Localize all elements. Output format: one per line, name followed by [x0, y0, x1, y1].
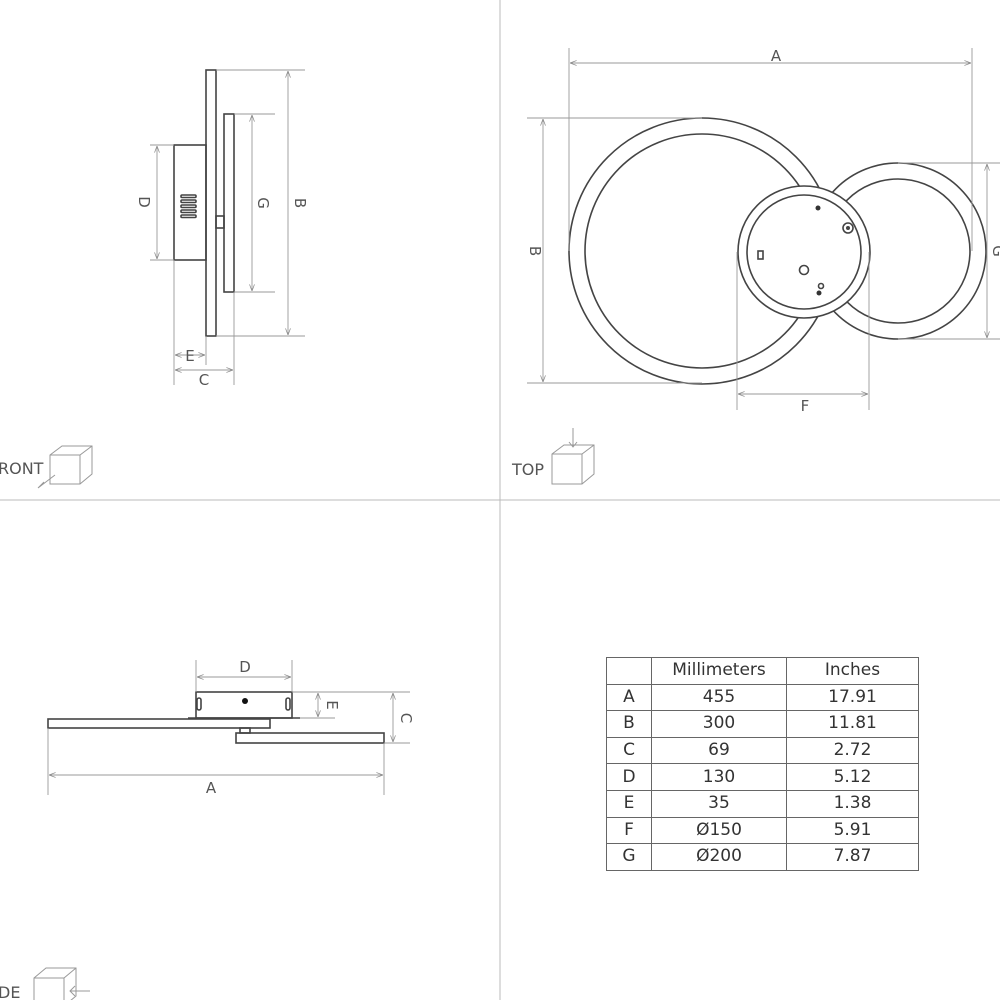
front-view-label: RONT [0, 459, 44, 478]
top-view: A B G F TOP [511, 47, 1000, 485]
dim-mm: 130 [651, 763, 787, 791]
dim-key: C [606, 736, 652, 765]
side-canopy-box [195, 691, 293, 719]
table-header-cell [606, 657, 652, 685]
view-cube-icon [33, 967, 90, 1000]
top-view-label: TOP [511, 460, 544, 479]
table-header-inches: Inches [786, 657, 919, 685]
dim-mm: Ø150 [651, 816, 787, 845]
top-dim-b-label: B [526, 246, 544, 256]
side-dim-e-label: E [323, 700, 341, 709]
side-small-ring [235, 732, 385, 744]
dim-key: D [606, 763, 652, 791]
top-dim-g-label: G [989, 245, 1000, 257]
table-header-row: Millimeters Inches [606, 657, 919, 685]
front-dim-g-label: G [254, 197, 272, 209]
side-view-label: DE [0, 983, 20, 1000]
dim-key: B [606, 710, 652, 738]
vent-slots-icon [180, 194, 197, 219]
side-dim-d-label: D [239, 658, 251, 676]
dim-mm: 455 [651, 683, 787, 712]
front-dim-e-label: E [185, 347, 194, 365]
side-large-ring [47, 718, 271, 729]
side-dim-a-label: A [206, 779, 217, 797]
top-dim-f-label: F [801, 397, 810, 415]
canopy-inner [746, 194, 862, 310]
dim-key: F [606, 816, 652, 845]
dim-in: 11.81 [786, 710, 919, 738]
front-canopy-box [173, 144, 207, 261]
dim-in: 5.91 [786, 816, 919, 845]
screw-icon [815, 205, 821, 211]
front-mounting-plate [205, 69, 217, 337]
front-view: D G B E C RONT [0, 69, 309, 489]
view-cube-icon [551, 428, 595, 485]
dim-in: 17.91 [786, 683, 919, 712]
dim-mm: 35 [651, 789, 787, 818]
dim-in: 1.38 [786, 789, 919, 818]
dim-in: 7.87 [786, 843, 919, 871]
dim-key: E [606, 789, 652, 818]
side-view: D E C A DE [0, 658, 415, 1000]
sensor-icon [842, 222, 854, 234]
table-header-millimeters: Millimeters [651, 657, 787, 685]
front-ring-profile [223, 113, 235, 293]
dim-mm: Ø200 [651, 843, 787, 871]
dim-in: 2.72 [786, 736, 919, 765]
dim-key: A [606, 683, 652, 712]
front-dim-c-label: C [199, 371, 209, 389]
front-dim-d-label: D [135, 196, 153, 208]
dim-mm: 69 [651, 736, 787, 765]
top-dim-a-label: A [771, 47, 782, 65]
front-dim-b-label: B [291, 198, 309, 208]
canopy-outer [737, 185, 871, 319]
dim-in: 5.12 [786, 763, 919, 791]
dim-mm: 300 [651, 710, 787, 738]
dim-key: G [606, 843, 652, 871]
view-cube-icon [37, 445, 93, 489]
side-dim-c-label: C [397, 713, 415, 723]
